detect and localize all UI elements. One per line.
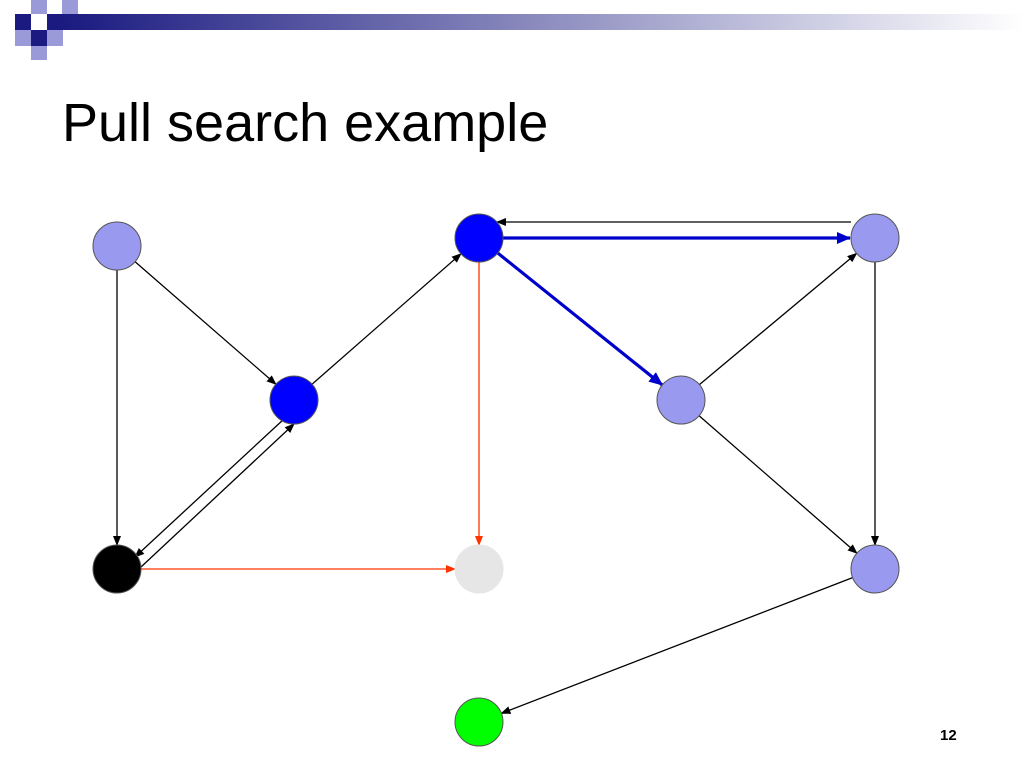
header-decoration	[15, 0, 1024, 60]
header-square	[62, 0, 78, 14]
edge-n9-to-n6	[500, 577, 853, 714]
header-square	[47, 14, 63, 30]
header-square	[47, 30, 63, 46]
edge-n3-to-n2	[140, 423, 295, 568]
header-square	[31, 0, 47, 14]
header-square	[31, 30, 47, 46]
page-number: 12	[940, 727, 957, 744]
node-n9-default	[850, 544, 900, 594]
edge-n7-to-n8	[699, 252, 858, 386]
header-gradient-bar	[62, 14, 1024, 30]
edge-n2-to-n3	[134, 418, 285, 558]
node-n4-active	[454, 213, 504, 263]
node-n2-active	[269, 375, 319, 425]
edges-layer	[113, 218, 879, 714]
edge-n2-to-n4	[311, 253, 462, 385]
header-square	[15, 14, 31, 30]
header-square	[31, 46, 47, 60]
node-n6-target	[454, 697, 504, 747]
node-n7-default	[656, 375, 706, 425]
nodes-layer	[92, 213, 900, 747]
header-square	[15, 30, 31, 46]
edge-n1-to-n2	[134, 261, 277, 385]
node-n1-default	[92, 221, 142, 271]
slide-title: Pull search example	[62, 93, 549, 153]
node-n3-source	[92, 544, 142, 594]
node-n8-default	[850, 213, 900, 263]
edge-n7-to-n9	[698, 415, 858, 554]
edge-n4-to-n7	[496, 251, 664, 387]
node-n5-pending	[454, 544, 504, 594]
